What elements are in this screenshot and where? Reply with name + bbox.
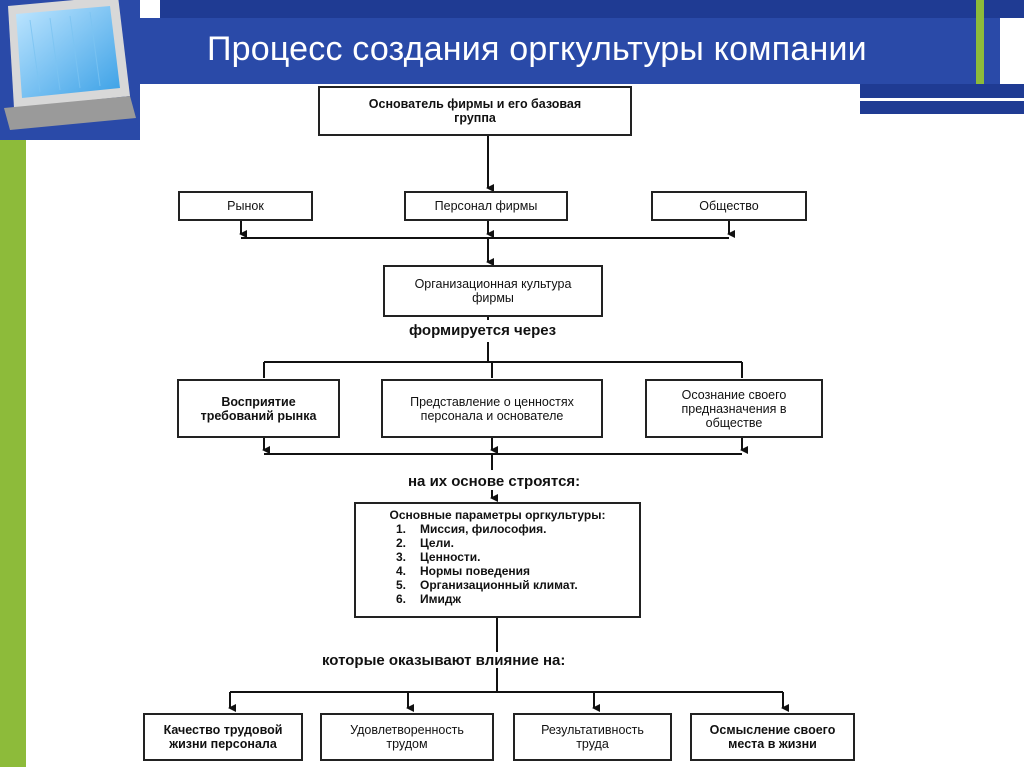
source-box-personnel: Персонал фирмы — [404, 191, 568, 221]
params-list: 1.Миссия, философия. 2.Цели. 3.Ценности.… — [366, 522, 629, 606]
outcome-box-quality: Качество трудовой жизни персонала — [143, 713, 303, 761]
channel-box-purpose: Осознание своего предназначения в общест… — [645, 379, 823, 438]
header-divider — [860, 98, 1024, 101]
params-box: Основные параметры оргкультуры: 1.Миссия… — [354, 502, 641, 618]
header-band — [140, 18, 1000, 84]
accent-stripe-right — [976, 0, 984, 84]
params-item: 2.Цели. — [396, 536, 454, 550]
accent-stripe-left — [0, 140, 26, 767]
header-top-strip — [160, 0, 1024, 18]
params-item: 4.Нормы поведения — [396, 564, 531, 578]
source-box-market: Рынок — [178, 191, 313, 221]
monitor-illustration — [0, 0, 140, 140]
label-based-on: на их основе строятся: — [408, 473, 581, 490]
params-item: 5.Организационный климат. — [396, 578, 578, 592]
outcome-box-meaning: Осмысление своего места в жизни — [690, 713, 855, 761]
culture-box: Организационная культура фирмы — [383, 265, 603, 317]
source-box-society: Общество — [651, 191, 807, 221]
label-influence: которые оказывают влияние на: — [322, 652, 566, 669]
channel-box-market: Восприятие требований рынка — [177, 379, 340, 438]
params-title: Основные параметры оргкультуры: — [389, 508, 606, 522]
slide-title: Процесс создания оргкультуры компании — [207, 30, 867, 68]
outcome-box-satisfaction: Удовлетворенность трудом — [320, 713, 494, 761]
outcome-box-performance: Результативность труда — [513, 713, 672, 761]
params-item: 6.Имидж — [396, 592, 462, 606]
channel-box-values: Представление о ценностях персонала и ос… — [381, 379, 603, 438]
label-forms-through: формируется через — [409, 322, 557, 339]
params-item: 1.Миссия, философия. — [396, 522, 547, 536]
params-item: 3.Ценности. — [396, 550, 481, 564]
founder-box: Основатель фирмы и его базовая группа — [318, 86, 632, 136]
